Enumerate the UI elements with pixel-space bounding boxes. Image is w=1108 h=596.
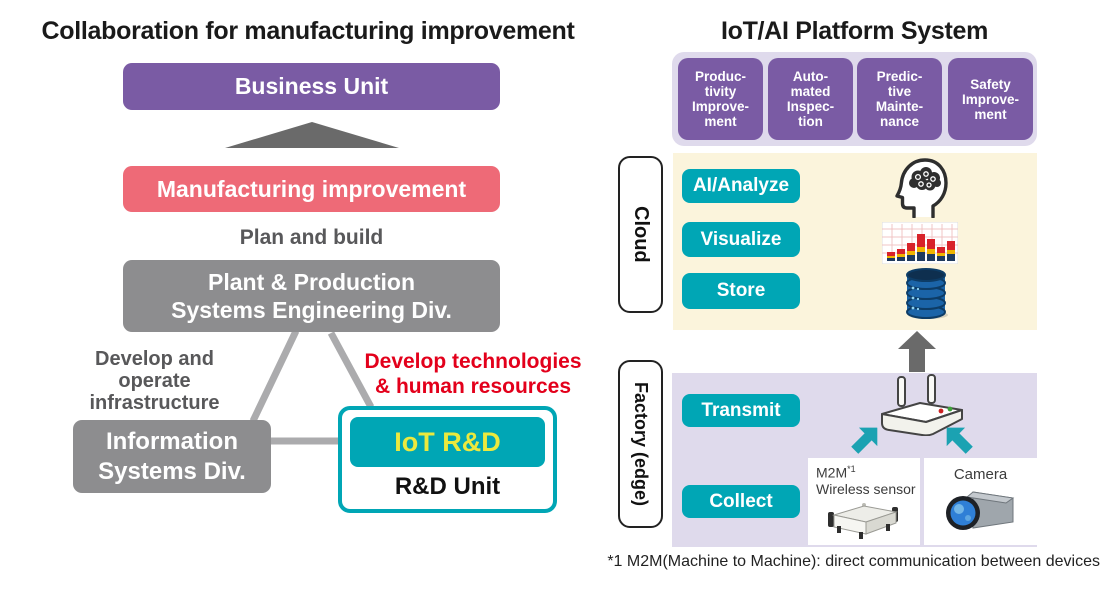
up-arrow-icon [898, 331, 936, 349]
cloud-panel: AI/Analyze Visualize Store [673, 153, 1037, 330]
manufacturing-improvement-box: Manufacturing improvement [123, 166, 500, 212]
business-unit-box: Business Unit [123, 63, 500, 110]
store-button: Store [682, 273, 800, 309]
plant-production-div-box: Plant & Production Systems Engineering D… [123, 260, 500, 332]
ai-head-icon [893, 156, 951, 218]
wireless-sensor-label: Wireless sensor [816, 480, 916, 497]
plan-and-build-label: Plan and build [239, 226, 384, 249]
platform-apps-container: Produc- tivity Improve- ment Auto- mated… [672, 52, 1037, 146]
develop-technologies-label: Develop technologies & human resources [364, 350, 582, 398]
cloud-section-label-box: Cloud [618, 156, 663, 313]
rd-unit-label: R&D Unit [394, 473, 501, 500]
m2m-label: M2M [816, 464, 848, 481]
collect-button: Collect [682, 485, 800, 518]
information-systems-div-box: Information Systems Div. [73, 420, 271, 493]
m2m-footnote-marker: *1 [847, 464, 856, 474]
factory-panel: Transmit Collect [672, 373, 1037, 547]
iot-rd-box: IoT R&D [350, 417, 545, 467]
up-triangle-icon [225, 122, 399, 148]
camera-label: Camera [953, 466, 1008, 483]
chip-automated-inspection: Auto- mated Inspec- tion [768, 58, 853, 140]
visualize-button: Visualize [682, 222, 800, 257]
right-section-title: IoT/AI Platform System [720, 16, 989, 45]
arrow-up-right-icon [845, 418, 886, 459]
develop-infrastructure-label: Develop and operate infrastructure [89, 348, 220, 414]
footnote: *1 M2M(Machine to Machine): direct commu… [607, 553, 1100, 570]
camera-card: Camera [924, 458, 1037, 545]
chip-safety-improvement: Safety Improve- ment [948, 58, 1033, 140]
wireless-sensor-icon [808, 499, 920, 541]
camera-icon [924, 486, 1037, 536]
arrow-up-left-icon [937, 418, 978, 459]
up-arrow-shaft [909, 348, 925, 372]
factory-section-label-box: Factory (edge) [618, 360, 663, 528]
transmit-button: Transmit [682, 394, 800, 427]
cloud-section-label: Cloud [630, 206, 652, 263]
m2m-sensor-card: M2M*1 Wireless sensor [808, 458, 920, 545]
bar-chart-icon [882, 222, 958, 264]
org-connector-lines [249, 329, 375, 445]
factory-section-label: Factory (edge) [631, 381, 651, 507]
ai-analyze-button: AI/Analyze [682, 169, 800, 203]
database-icon [899, 266, 953, 320]
chip-productivity-improvement: Produc- tivity Improve- ment [678, 58, 763, 140]
iot-gateway-icon [872, 374, 972, 436]
left-section-title: Collaboration for manufacturing improvem… [41, 16, 575, 45]
chip-predictive-maintenance: Predic- tive Mainte- nance [857, 58, 942, 140]
rd-unit-box: IoT R&D R&D Unit [338, 406, 557, 513]
